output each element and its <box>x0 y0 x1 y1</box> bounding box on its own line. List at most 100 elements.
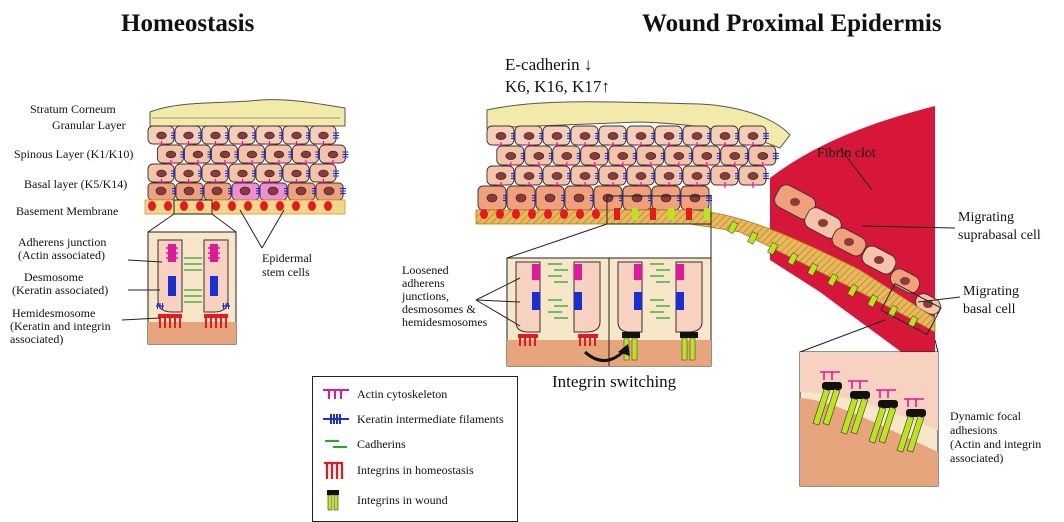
hemidesmosome <box>196 201 204 211</box>
wound-inset <box>507 258 711 366</box>
homeostasis-inset <box>148 232 236 344</box>
cell-nucleus <box>193 151 203 158</box>
desmosome <box>210 276 218 296</box>
cell-nucleus <box>748 132 758 139</box>
cell-nucleus <box>661 194 671 202</box>
label-stratum-corneum: Stratum Corneum <box>30 103 116 116</box>
cell-nucleus <box>184 187 194 195</box>
cell-nucleus <box>296 187 306 195</box>
cadherin-icon <box>321 437 351 451</box>
integrin <box>650 208 656 220</box>
cell-nucleus <box>534 152 544 159</box>
cell-nucleus <box>157 170 167 177</box>
integrin <box>686 208 692 220</box>
label-focal-4: associated) <box>950 452 1003 465</box>
hemidesmosome <box>576 209 584 219</box>
cell-nucleus <box>211 170 221 177</box>
cell-nucleus <box>238 132 248 139</box>
integrin <box>704 208 710 220</box>
integrin-wound <box>682 338 687 360</box>
hemidesmosome <box>228 201 236 211</box>
cell-nucleus <box>212 187 222 195</box>
cell-nucleus <box>211 132 221 139</box>
cell-nucleus <box>900 277 910 285</box>
cell-nucleus <box>496 172 506 179</box>
cell-nucleus <box>184 170 194 177</box>
legend-item-actin: Actin cytoskeleton <box>321 385 447 403</box>
cell-nucleus <box>590 152 600 159</box>
cell-nucleus <box>580 172 590 179</box>
cell-nucleus <box>265 170 275 177</box>
cell-nucleus <box>818 219 828 227</box>
adherens-junction <box>210 244 218 262</box>
label-loosened-5: hemidesmosomes <box>402 316 487 329</box>
keratin-icon <box>321 412 351 426</box>
homeostasis-epidermis <box>145 100 348 214</box>
hemidesmosome <box>560 209 568 219</box>
cell-nucleus <box>328 151 338 158</box>
cell-nucleus <box>319 170 329 177</box>
marker-increase: K6, K16, K17↑ <box>505 77 610 96</box>
focal-adhesion <box>906 409 926 417</box>
legend-label-keratin: Keratin intermediate filaments <box>357 412 504 427</box>
hemidesmosome <box>592 209 600 219</box>
cell-nucleus <box>874 256 884 264</box>
hemidesmosome <box>292 201 300 211</box>
cell-nucleus <box>516 194 526 202</box>
label-basement: Basement Membrane <box>16 205 118 218</box>
hemidesmosome <box>480 209 488 219</box>
label-hemidesmosome-3: associated) <box>10 333 63 346</box>
cell-nucleus <box>301 151 311 158</box>
cell-nucleus <box>664 132 674 139</box>
label-focal-1: Dynamic focal <box>950 410 1021 423</box>
cell-nucleus <box>524 172 534 179</box>
cell-nucleus <box>324 187 334 195</box>
hemidesmosome <box>512 209 520 219</box>
cell-nucleus <box>636 132 646 139</box>
legend-item-integrin-homeostasis: Integrins in homeostasis <box>321 461 474 479</box>
label-spinous: Spinous Layer (K1/K10) <box>14 148 133 161</box>
legend-label-integrin-wound: Integrins in wound <box>357 493 448 508</box>
label-suprabasal-1: Migrating <box>958 210 1014 226</box>
cell-nucleus <box>603 194 613 202</box>
label-basal-2: basal cell <box>963 302 1015 318</box>
desmosome <box>634 292 642 310</box>
label-focal-3: (Actin and integrin <box>950 438 1041 451</box>
cell-nucleus <box>274 151 284 158</box>
cell-nucleus <box>720 132 730 139</box>
integrin <box>614 208 620 220</box>
cell-nucleus <box>545 194 555 202</box>
cell-nucleus <box>574 194 584 202</box>
cell-nucleus <box>265 132 275 139</box>
cell-nucleus <box>506 152 516 159</box>
hemidesmosome <box>148 201 156 211</box>
cell-nucleus <box>664 172 674 179</box>
label-basal-1: Migrating <box>963 284 1019 300</box>
legend-label-integrin-homeostasis: Integrins in homeostasis <box>357 463 474 478</box>
cell-nucleus <box>238 170 248 177</box>
integrin-wound <box>690 338 695 360</box>
cell-nucleus <box>692 172 702 179</box>
desmosome <box>676 292 684 310</box>
hemidesmosome <box>260 201 268 211</box>
legend-item-integrin-wound: Integrins in wound <box>321 491 448 509</box>
hemidesmosome <box>308 201 316 211</box>
integrin <box>668 208 674 220</box>
label-suprabasal-2: suprabasal cell <box>958 228 1041 244</box>
integrin-wound-cap <box>622 332 640 338</box>
integrin-wound-icon <box>321 489 351 511</box>
cell-nucleus <box>524 132 534 139</box>
desmosome <box>574 292 582 310</box>
legend-label-cadherin: Cadherins <box>357 437 406 452</box>
label-adherens-2: (Actin associated) <box>18 249 105 262</box>
focal-adhesion <box>822 382 842 390</box>
legend-item-cadherin: Cadherins <box>321 435 406 453</box>
hemidesmosome <box>164 201 172 211</box>
cell-nucleus <box>496 132 506 139</box>
cell-nucleus <box>552 132 562 139</box>
hemidesmosome <box>528 209 536 219</box>
cell-nucleus <box>247 151 257 158</box>
legend-item-keratin: Keratin intermediate filaments <box>321 410 504 428</box>
hemidesmosome <box>324 201 332 211</box>
stratum-corneum-left <box>150 100 345 126</box>
